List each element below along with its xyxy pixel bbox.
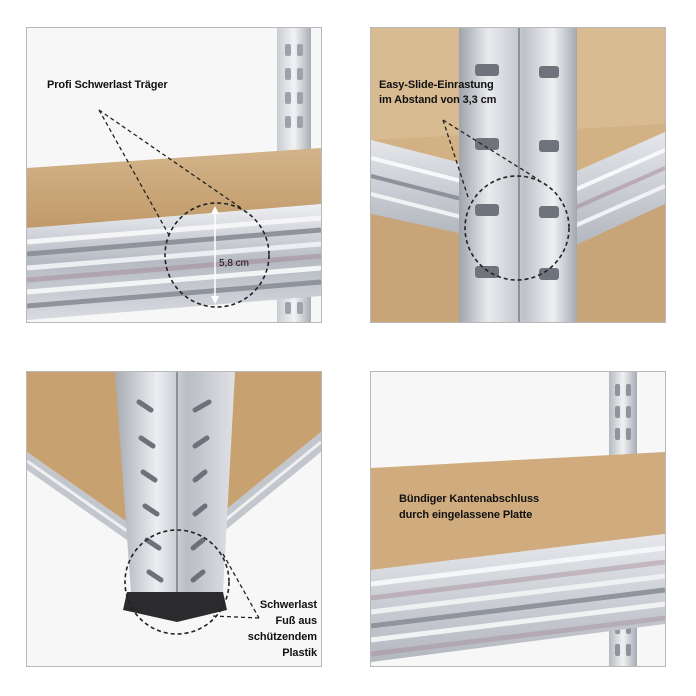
shelf-board (371, 452, 665, 570)
foot-caption-line2: Fuß aus (275, 615, 318, 627)
edge-caption-line1: Bündiger Kantenabschluss (399, 493, 540, 505)
shelf-board (27, 148, 321, 228)
callout-circle (124, 529, 230, 635)
shelf-beam (27, 204, 321, 320)
foot-photo (27, 372, 321, 666)
beam-photo (27, 28, 321, 322)
edge-caption-line2: durch eingelassene Platte (399, 509, 533, 521)
slot-photo (371, 28, 665, 322)
panel-slot-detail: Easy-Slide-Einrastung im Abstand von 3,3… (370, 27, 666, 323)
callout-circle (464, 175, 570, 281)
foot-caption-line4: Plastik (282, 647, 317, 659)
callout-circle (164, 202, 270, 308)
panel-edge-detail: Bündiger Kantenabschluss durch eingelass… (370, 371, 666, 667)
panel-beam-detail: Profi Schwerlast Träger 5,8 cm (26, 27, 322, 323)
edge-photo (371, 372, 665, 666)
panel-foot-detail: Schwerlast Fuß aus schützendem Plastik (26, 371, 322, 667)
beam-caption: Profi Schwerlast Träger (47, 79, 168, 91)
beam-height-label: 5,8 cm (219, 258, 250, 269)
foot-caption-line3: schützendem (247, 631, 317, 643)
foot-caption-line1: Schwerlast (259, 599, 317, 611)
upright-post (115, 372, 235, 592)
slot-caption-line1: Easy-Slide-Einrastung (379, 79, 494, 91)
slot-caption-line2: im Abstand von 3,3 cm (379, 94, 497, 106)
plastic-foot (123, 592, 227, 622)
